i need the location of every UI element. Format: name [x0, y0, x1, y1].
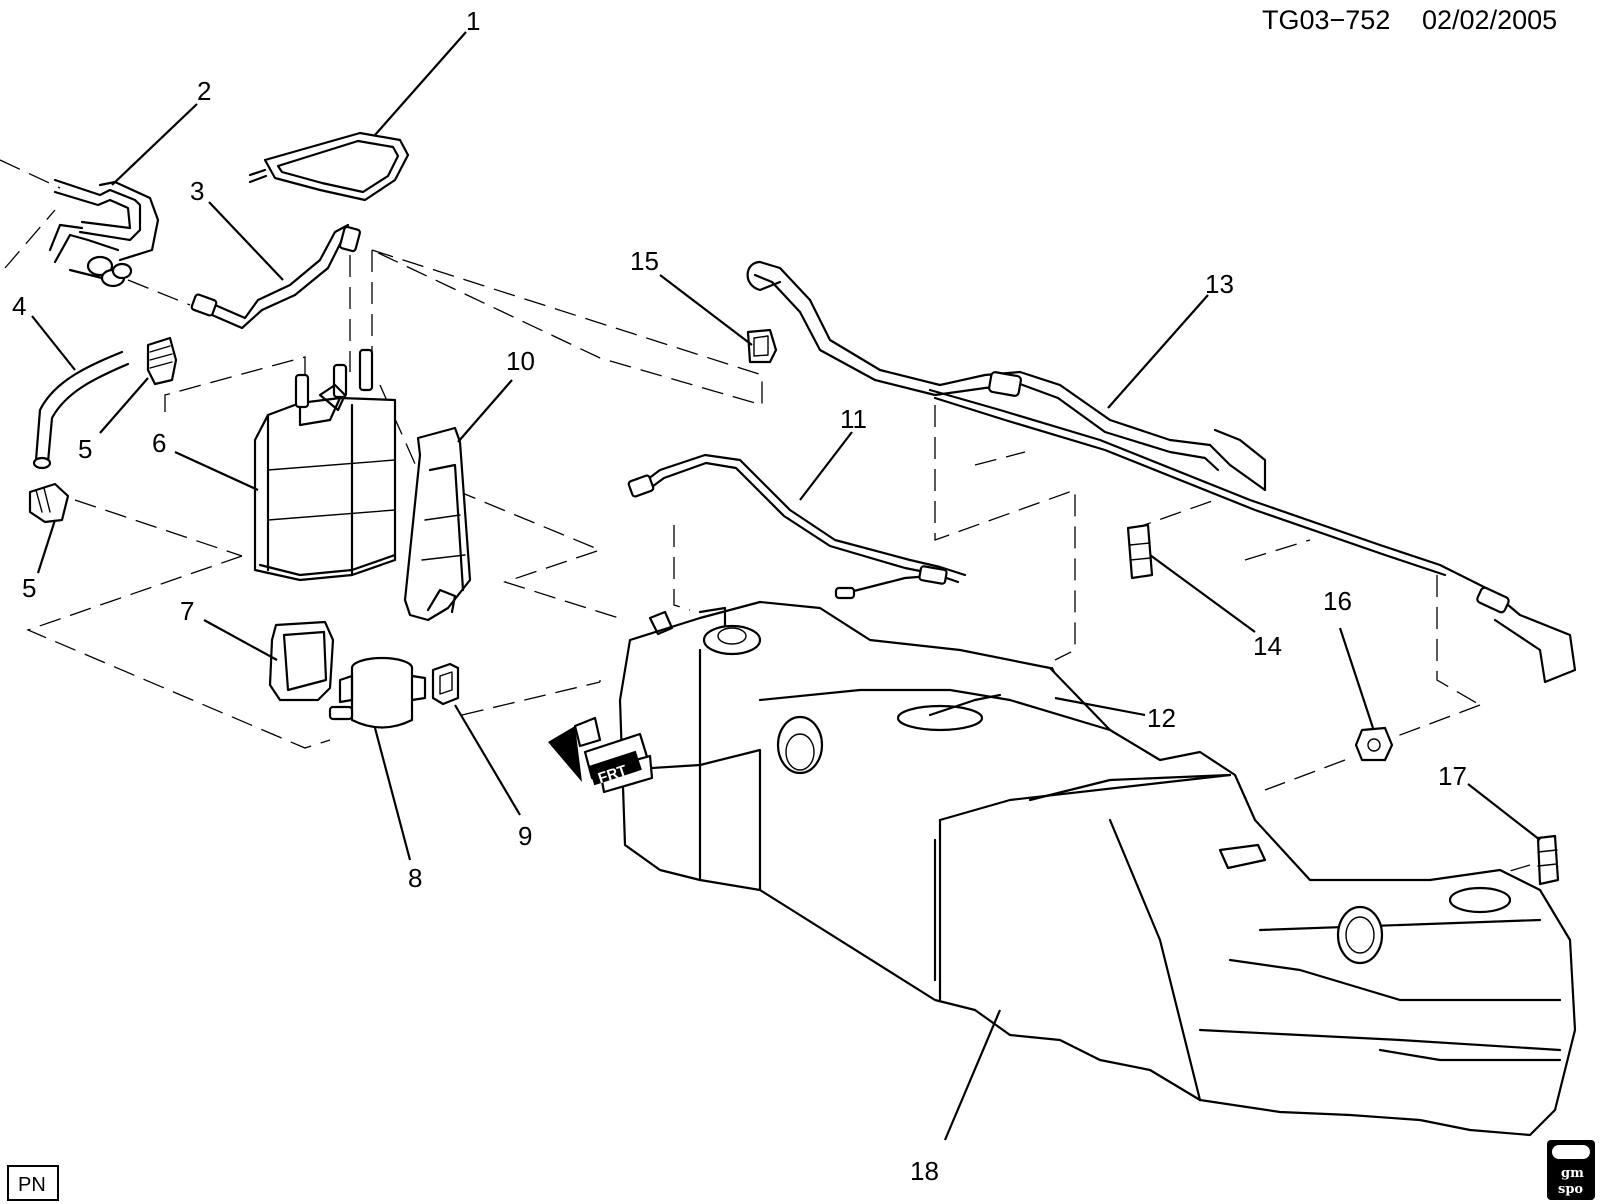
- callout-15: 15: [630, 246, 659, 276]
- assembly-dashed-lines: [0, 159, 1531, 881]
- part-11-fuel-tube: [627, 453, 967, 600]
- callout-6: 6: [152, 428, 166, 458]
- part-13-fuel-lines: [746, 260, 1577, 684]
- part-7-shield: [268, 620, 335, 702]
- callout-2: 2: [197, 76, 211, 106]
- callout-10: 10: [506, 346, 535, 376]
- callout-numbers: 1 2 3 4 5 5 6 7 8 9 10 11 12 13 14 15 16…: [12, 6, 1467, 1186]
- callout-1: 1: [466, 6, 480, 36]
- part-17-clip: [1536, 834, 1560, 886]
- pn-label: PN: [18, 1174, 46, 1196]
- callout-9: 9: [518, 821, 532, 851]
- callout-13: 13: [1205, 269, 1234, 299]
- front-direction-arrow: FRT: [548, 716, 654, 794]
- part-9-clip: [431, 662, 460, 706]
- part-5-elbow-upper: [146, 336, 178, 386]
- part-6-canister: [253, 348, 397, 582]
- callout-11: 11: [840, 404, 867, 434]
- callout-17: 17: [1438, 761, 1467, 791]
- part-14-clip: [1126, 523, 1154, 580]
- figure-id: TG03−752: [1262, 5, 1390, 35]
- callout-16: 16: [1323, 586, 1352, 616]
- callout-3: 3: [190, 176, 204, 206]
- part-2-vapor-pipe: [48, 178, 160, 288]
- callout-leaders: [31, 31, 1541, 1141]
- callout-14: 14: [1253, 631, 1282, 661]
- pn-badge: PN: [7, 1165, 59, 1201]
- callout-4: 4: [12, 291, 26, 321]
- part-5-elbow-lower: [28, 482, 70, 524]
- part-16-clip: [1354, 726, 1394, 762]
- callout-8: 8: [408, 863, 422, 893]
- gm-spo-logo: gm spo: [1547, 1140, 1595, 1200]
- callout-12: 12: [1147, 703, 1176, 733]
- part-10-bracket: [403, 426, 472, 622]
- part-1-gasket: [248, 131, 410, 202]
- spo-logo-text: spo: [1558, 1182, 1583, 1197]
- gm-logo-text: gm: [1561, 1166, 1584, 1181]
- figure-date: 02/02/2005: [1422, 5, 1557, 35]
- callout-18: 18: [910, 1156, 939, 1186]
- part-15-clip: [746, 328, 778, 364]
- callout-5-lower: 5: [22, 573, 36, 603]
- part-8-vent-valve: [328, 656, 427, 729]
- callout-5-upper: 5: [78, 434, 92, 464]
- callout-7: 7: [180, 596, 194, 626]
- part-18-fuel-tank: [618, 600, 1577, 1137]
- part-3-hose: [190, 223, 362, 330]
- part-4-hose: [32, 350, 130, 470]
